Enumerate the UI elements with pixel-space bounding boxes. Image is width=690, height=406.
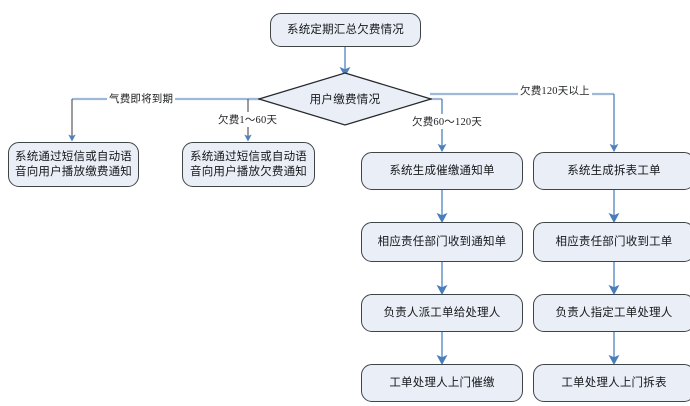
node-label: 负责人指定工单处理人 (555, 306, 673, 319)
node-label: 系统定期汇总欠费情况 (287, 23, 404, 36)
node-department-receives-order[interactable]: 相应责任部门收到工单 (533, 222, 690, 262)
diamond-shape (258, 72, 432, 126)
node-label: 系统生成拆表工单 (567, 164, 661, 177)
node-generate-dunning-notice[interactable]: 系统生成催缴通知单 (361, 152, 523, 190)
node-label: 相应责任部门收到通知单 (377, 235, 507, 248)
node-label: 工单处理人上门拆表 (561, 376, 667, 389)
node-label: 系统通过短信或自动语音向用户播放欠费通知 (190, 150, 307, 178)
node-label: 相应责任部门收到工单 (555, 235, 673, 248)
node-generate-removal-order[interactable]: 系统生成拆表工单 (533, 152, 690, 190)
node-label: 负责人派工单给处理人 (383, 306, 501, 319)
node-label: 系统通过短信或自动语音向用户播放缴费通知 (15, 150, 132, 178)
node-sms-voice-payment-notice[interactable]: 系统通过短信或自动语音向用户播放缴费通知 (8, 142, 139, 187)
node-sms-voice-arrears-notice[interactable]: 系统通过短信或自动语音向用户播放欠费通知 (182, 142, 315, 187)
node-department-receives-notice[interactable]: 相应责任部门收到通知单 (361, 222, 523, 262)
node-label: 工单处理人上门催缴 (389, 376, 495, 389)
node-manager-assigns-order[interactable]: 负责人派工单给处理人 (361, 294, 523, 332)
node-handler-onsite-removal[interactable]: 工单处理人上门拆表 (533, 364, 690, 402)
node-manager-designates-handler[interactable]: 负责人指定工单处理人 (533, 294, 690, 332)
edge-label-gas-expiring: 气费即将到期 (107, 91, 176, 106)
edge-label-arrears-60-120: 欠费60～120天 (410, 114, 485, 129)
node-decision-payment-status[interactable]: 用户缴费情况 (258, 72, 432, 126)
node-label: 系统生成催缴通知单 (389, 164, 495, 177)
node-summarize-arrears[interactable]: 系统定期汇总欠费情况 (270, 13, 421, 47)
edge-label-arrears-120-plus: 欠费120天以上 (518, 83, 592, 98)
node-handler-onsite-dunning[interactable]: 工单处理人上门催缴 (361, 364, 523, 402)
edge-label-arrears-1-60: 欠费1～60天 (216, 112, 280, 127)
node-label: 用户缴费情况 (309, 94, 381, 106)
